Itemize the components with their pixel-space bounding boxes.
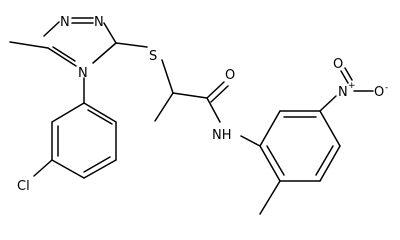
bond-ar-c4-c5-inner [315, 145, 334, 176]
bond-c3-n4 [92, 42, 117, 64]
bond-carbonyl-nh [206, 97, 221, 123]
bond-c5-n1 [43, 21, 60, 37]
bond-ar-c6-c1-inner [266, 145, 285, 176]
bond-nitro-o-top [340, 70, 349, 84]
bond-ar-nitro [319, 95, 337, 112]
bond-c5-n4-double [52, 46, 76, 62]
bond-co-b [210, 85, 229, 103]
bond-n4-c5 [47, 47, 77, 67]
bond-ch-carbonyl [172, 92, 208, 99]
bond-ch-methyl [154, 92, 174, 122]
bond-ph-c1-c2-inner [87, 109, 113, 125]
atom-n-nitro: N [338, 85, 348, 100]
structure-diagram: N N N S O NH Cl N + O O - [9, 15, 388, 215]
atom-n2: N [94, 15, 104, 30]
atom-s: S [149, 49, 157, 64]
bond-n2-c3 [103, 22, 117, 44]
bond-nh-ring [240, 135, 261, 147]
bond-ar-c6-c1 [259, 145, 281, 182]
charge-o-nitro-right: - [385, 83, 388, 93]
bond-ar-methyl [259, 180, 281, 215]
atom-cl: Cl [17, 179, 30, 194]
bond-ph-c4-c5 [51, 159, 85, 179]
atom-o-amide: O [225, 68, 235, 83]
bond-ar-c3-c4 [319, 110, 341, 147]
bond-ph-cl [33, 159, 53, 177]
charge-n-nitro: + [348, 81, 356, 91]
bond-c3-s [115, 42, 148, 48]
atom-o-nitro-top: O [333, 57, 343, 72]
atom-n4: N [78, 66, 88, 81]
atom-o-nitro-right: O [374, 85, 384, 100]
bond-s-ch [161, 59, 174, 94]
bond-nitro-o-top-double [344, 67, 353, 81]
bond-ar-c4-c5 [319, 145, 341, 182]
molecule-canvas: N N N S O NH Cl N + O O - [9, 15, 389, 215]
bond-ph-c1-c2 [83, 102, 117, 123]
bond-co-a [206, 81, 225, 99]
atom-nh: NH [212, 128, 232, 143]
atom-n1: N [60, 15, 70, 30]
bond-c5-methyl [9, 41, 49, 49]
bond-ph-c6-c1 [51, 102, 85, 123]
bond-ph-c3-c4-inner [83, 156, 111, 173]
bond-ar-c1-c2 [259, 110, 281, 147]
bond-ph-c3-c4 [83, 159, 117, 179]
